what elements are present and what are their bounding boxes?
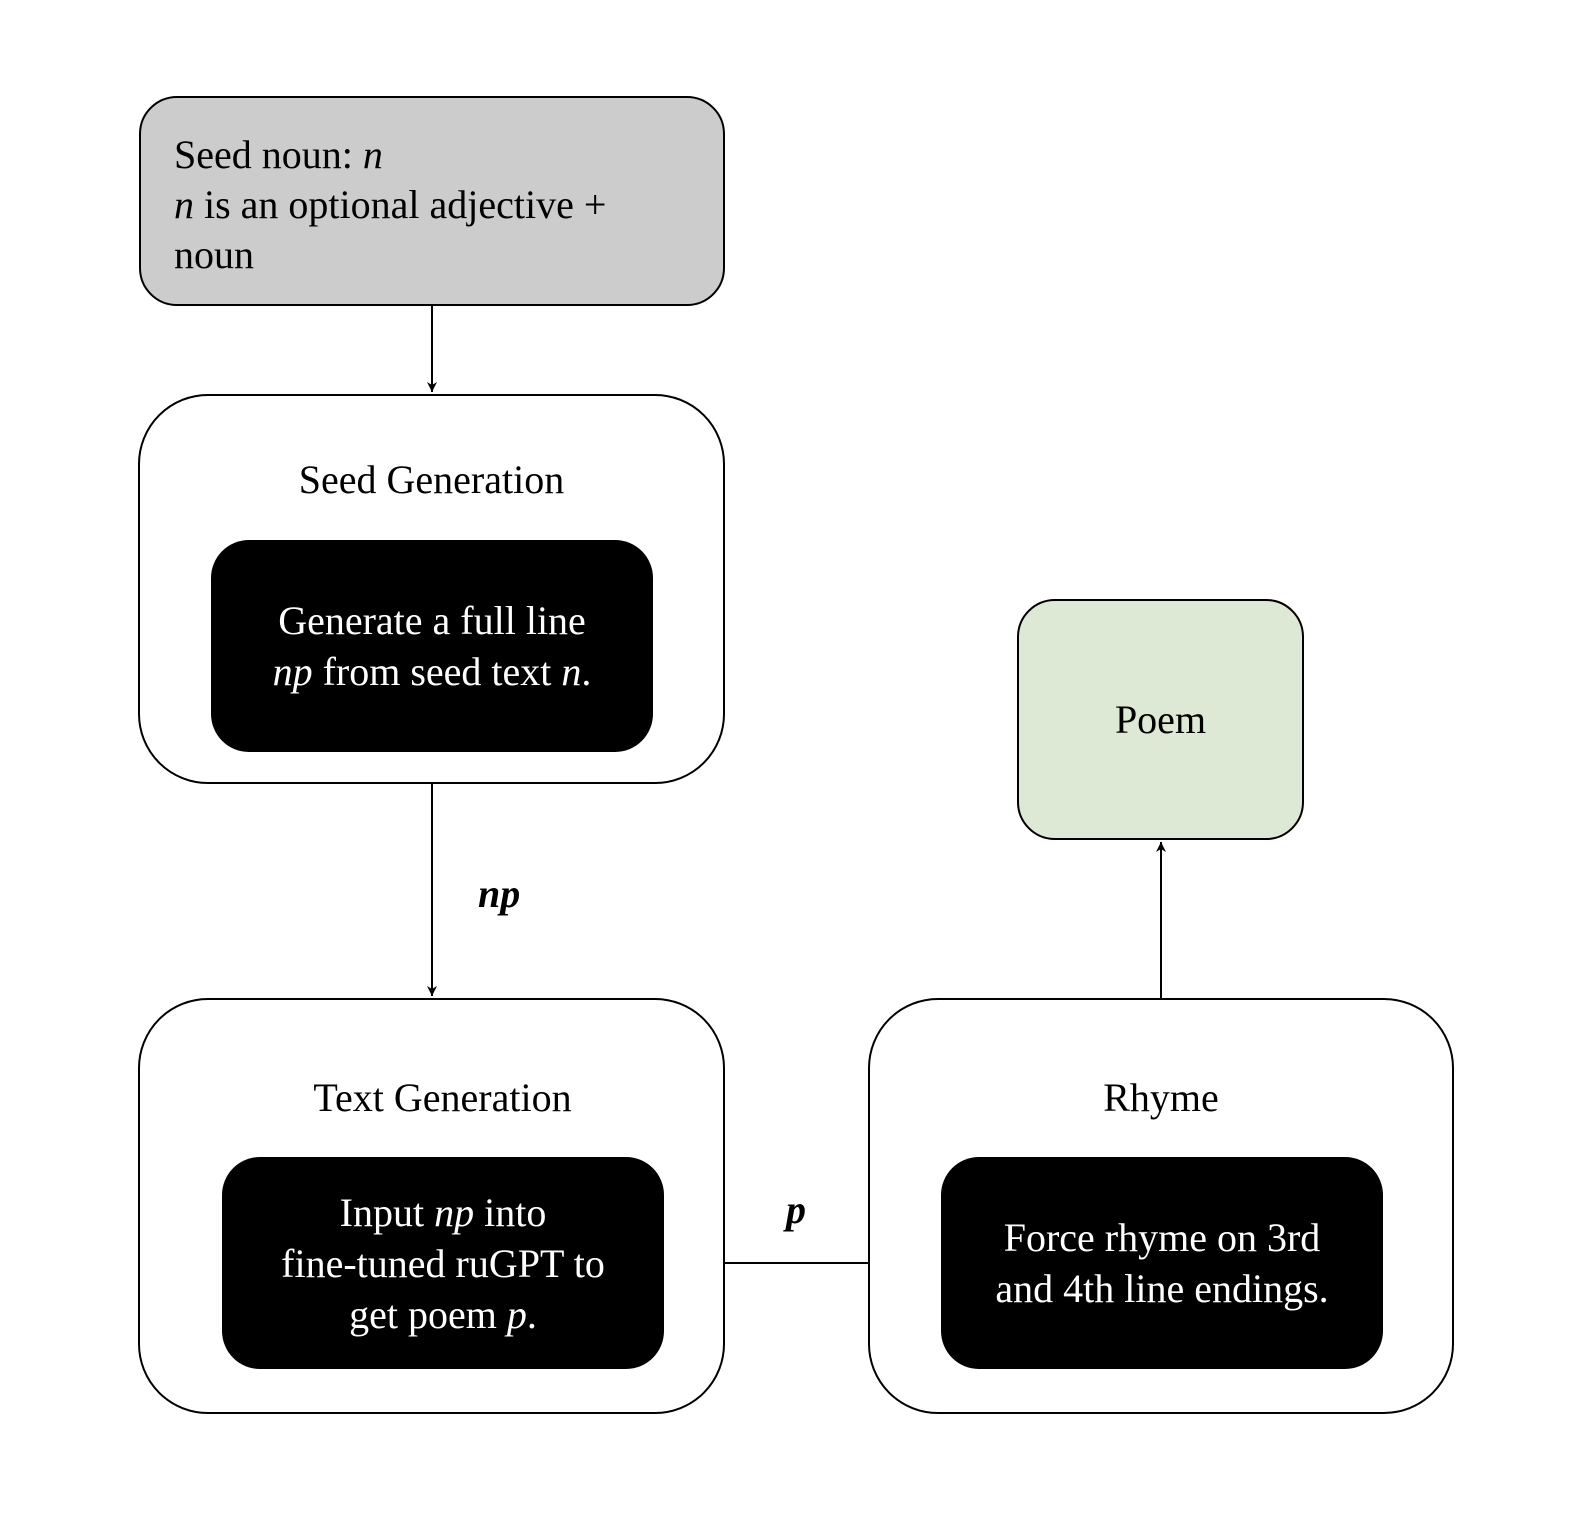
seed-generation-step: Generate a full line np from seed text n… bbox=[211, 540, 653, 752]
edge-label-p: p bbox=[786, 1187, 806, 1232]
stage-title: Seed Generation bbox=[298, 457, 565, 502]
seed-noun-box: Seed noun: n n is an optional adjective … bbox=[139, 96, 725, 306]
seed-generation-stage: Seed Generation Generate a full line np … bbox=[138, 394, 725, 784]
text-generation-step: Input np into fine-tuned ruGPT to get po… bbox=[222, 1157, 664, 1369]
edge-label-np: np bbox=[478, 871, 521, 916]
seed-line-2: n is an optional adjective + bbox=[174, 182, 607, 227]
var-n: n bbox=[362, 132, 383, 177]
stage-title: Text Generation bbox=[313, 1075, 572, 1120]
poem-box: Poem bbox=[1017, 599, 1304, 840]
rhyme-step: Force rhyme on 3rd and 4th line endings. bbox=[941, 1157, 1383, 1369]
text-generation-stage: Text Generation Input np into fine-tuned… bbox=[138, 998, 725, 1414]
var-n: n bbox=[174, 182, 194, 227]
seed-line-1: Seed noun: n bbox=[174, 132, 383, 177]
seed-line-3: noun bbox=[174, 232, 254, 277]
rhyme-stage: Rhyme Force rhyme on 3rd and 4th line en… bbox=[868, 998, 1454, 1414]
stage-title: Rhyme bbox=[1103, 1075, 1219, 1120]
